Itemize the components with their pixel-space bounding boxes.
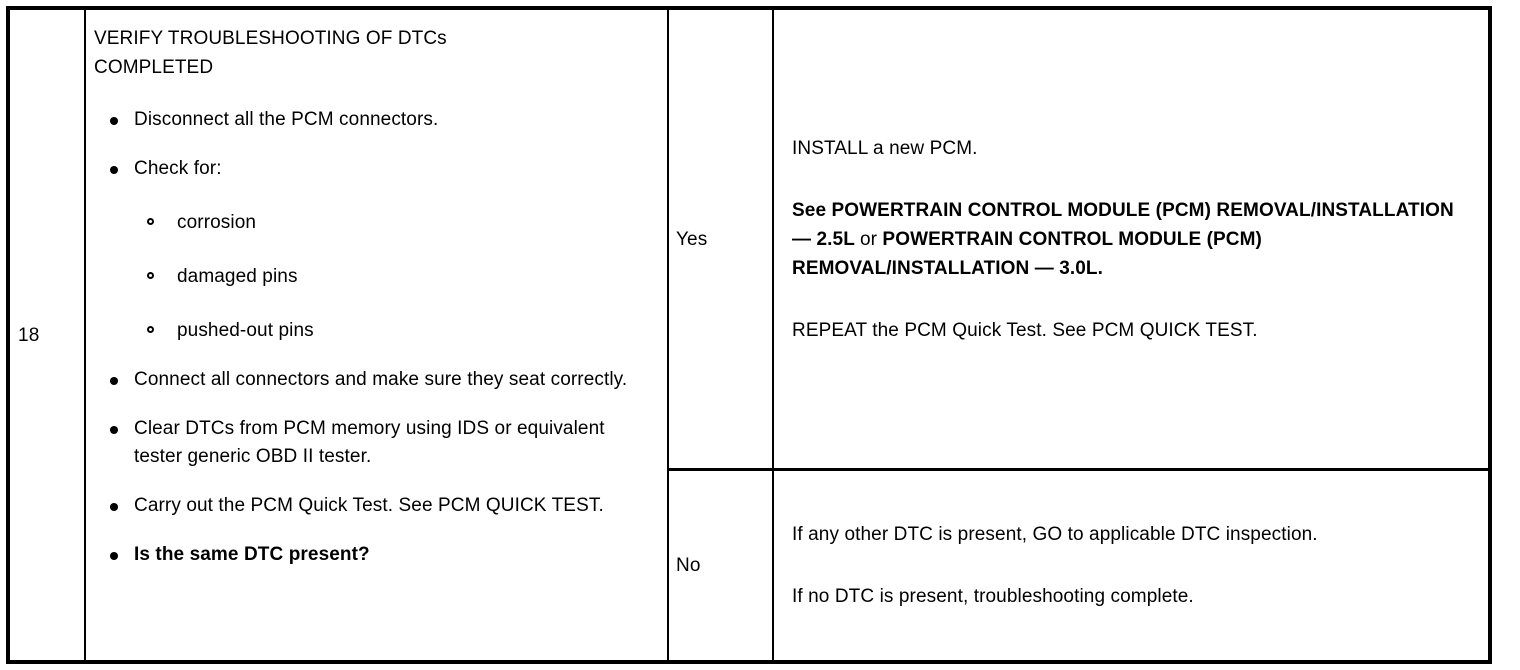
condition-bullet-text: Clear DTCs from PCM memory using IDS or … [134,418,605,467]
action-text-segment: POWERTRAIN CONTROL MODULE (PCM) REMOVAL/… [792,228,1262,279]
hollow-bullet-icon [147,218,154,225]
condition-bullet-list: Disconnect all the PCM connectors. Check … [94,106,657,569]
condition-sub-bullet-text: corrosion [177,212,257,233]
diagnostic-step-table: 18 VERIFY TROUBLESHOOTING OF DTCs COMPLE… [6,6,1492,664]
filled-bullet-icon [110,166,118,174]
result-label-no: No [676,555,701,576]
column-divider-step [84,10,86,660]
action-paragraph: REPEAT the PCM Quick Test. See PCM QUICK… [792,319,1258,341]
column-divider-action [772,10,774,660]
action-paragraph: If any other DTC is present, GO to appli… [792,524,1318,545]
condition-sub-bullet-text: damaged pins [177,266,298,287]
condition-bullet-item: Connect all connectors and make sure the… [94,366,657,394]
condition-bullet-item: Is the same DTC present? [94,541,657,569]
condition-bullet-text: Carry out the PCM Quick Test. See PCM QU… [134,495,604,516]
condition-bullet-text: Is the same DTC present? [134,544,370,565]
condition-bullet-text: Check for: [134,158,222,179]
action-cell-yes: INSTALL a new PCM. See POWERTRAIN CONTROL… [774,10,1488,468]
condition-cell: VERIFY TROUBLESHOOTING OF DTCs COMPLETED… [86,10,667,660]
action-paragraph: If no DTC is present, troubleshooting co… [792,586,1194,607]
filled-bullet-icon [110,503,118,511]
result-cell-yes: Yes [669,10,772,468]
step-number: 18 [18,324,40,346]
step-number-cell: 18 [10,10,84,660]
action-cell-no: If any other DTC is present, GO to appli… [774,471,1488,660]
filled-bullet-icon [110,377,118,385]
condition-bullet-item: Check for: [94,155,657,183]
condition-sub-bullet-item: pushed-out pins [94,317,657,345]
row-divider-yes-no [667,468,1488,471]
hollow-bullet-icon [147,326,154,333]
condition-sub-bullet-item: damaged pins [94,263,657,291]
action-text-segment: or [859,228,883,250]
condition-bullet-item: Disconnect all the PCM connectors. [94,106,657,134]
action-text-segment: See POWERTRAIN CONTROL MODULE (PCM) REMO… [792,199,1454,250]
result-cell-no: No [669,471,772,660]
condition-bullet-item: Carry out the PCM Quick Test. See PCM QU… [94,492,657,520]
condition-sub-bullet-item: corrosion [94,209,657,237]
hollow-bullet-icon [147,272,154,279]
column-divider-result [667,10,669,660]
filled-bullet-icon [110,117,118,125]
condition-title: VERIFY TROUBLESHOOTING OF DTCs COMPLETED [94,28,447,78]
condition-bullet-text: Disconnect all the PCM connectors. [134,109,439,130]
result-label-yes: Yes [676,228,708,250]
condition-bullet-item: Clear DTCs from PCM memory using IDS or … [94,415,657,471]
filled-bullet-icon [110,552,118,560]
action-paragraph: See POWERTRAIN CONTROL MODULE (PCM) REMO… [792,196,1474,283]
condition-sub-bullet-text: pushed-out pins [177,320,314,341]
condition-sub-bullet-list: corrosion damaged pins pushed-out pins [94,209,657,345]
action-paragraph: INSTALL a new PCM. [792,137,978,159]
filled-bullet-icon [110,426,118,434]
condition-bullet-text: Connect all connectors and make sure the… [134,369,628,390]
